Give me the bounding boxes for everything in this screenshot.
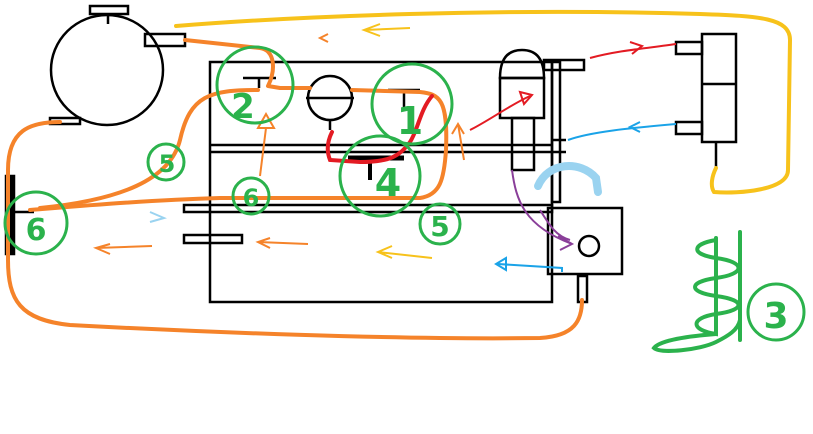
label-1: 1	[397, 99, 423, 143]
radiator-pipe-top	[674, 40, 704, 56]
label-2: 2	[231, 87, 255, 127]
blue-arrow-bottom-head	[494, 256, 507, 272]
label-circle-6b	[3, 190, 69, 256]
radiator-pipe-bottom	[674, 120, 704, 136]
label-circle-1	[370, 62, 454, 146]
red-arrows	[469, 41, 677, 131]
purple-circuit	[511, 169, 575, 251]
label-3: 3	[763, 296, 788, 337]
filter-stem	[510, 116, 536, 172]
yellow-loop	[174, 9, 793, 195]
control-knob-icon	[577, 234, 601, 258]
yellow-circuit	[174, 9, 793, 195]
blue-line-top	[567, 123, 677, 141]
yellow-arrow-bottom	[375, 245, 433, 259]
light-blue-hose	[534, 162, 602, 196]
purple-line	[511, 169, 573, 245]
yellow-arrow-top	[361, 23, 411, 37]
orange-pump-to-right	[28, 88, 449, 212]
orange-arrow-mid	[255, 237, 309, 249]
label-6a: 6	[243, 184, 260, 212]
label-circle-5a	[146, 142, 186, 182]
blue-arrow-mid	[149, 211, 167, 223]
blue-line-bottom	[497, 263, 563, 272]
purple-line-2	[539, 209, 571, 241]
right-rail	[550, 60, 562, 204]
label-4: 4	[375, 161, 401, 205]
red-line	[325, 94, 434, 165]
label-6b: 6	[26, 213, 47, 248]
cylindrical-tank-icon	[49, 13, 165, 127]
flow-arrows	[93, 23, 465, 259]
red-arrow-1	[469, 95, 531, 131]
filter-side-pipe	[542, 58, 586, 72]
orange-loop-main	[6, 120, 584, 341]
radiator	[700, 32, 738, 144]
label-5a: 5	[159, 150, 176, 178]
red-arrow-2-head	[629, 41, 645, 55]
label-circle-2	[215, 45, 295, 125]
inner-slot	[182, 233, 244, 245]
coil-base	[651, 318, 742, 353]
control-box	[546, 206, 624, 276]
red-arrow-2	[589, 43, 677, 59]
label-text: 1 2 3 4 5 5 6 6	[26, 87, 789, 337]
label-circle-5b	[418, 202, 462, 246]
blue-circuit	[149, 121, 677, 272]
labels	[3, 45, 806, 342]
spiral-coil-icon	[651, 230, 742, 353]
outlines	[4, 4, 738, 304]
label-circle-4	[338, 134, 422, 218]
label-circle-3	[746, 282, 806, 342]
label-5b: 5	[430, 210, 449, 243]
filter-dome	[498, 48, 546, 80]
purple-arrow-head	[557, 235, 575, 251]
coil-body	[693, 230, 742, 342]
red-arrow-1-head	[518, 90, 534, 106]
red-circuit	[325, 94, 434, 165]
orange-arrow-top	[317, 33, 329, 43]
label-circle-6a	[231, 176, 271, 216]
orange-circuit	[6, 38, 584, 341]
blue-arrow-top-head	[627, 121, 641, 133]
tank-top-flange	[88, 4, 130, 16]
orange-arrow-up-2	[451, 122, 465, 161]
orange-arrow-left	[93, 243, 153, 255]
